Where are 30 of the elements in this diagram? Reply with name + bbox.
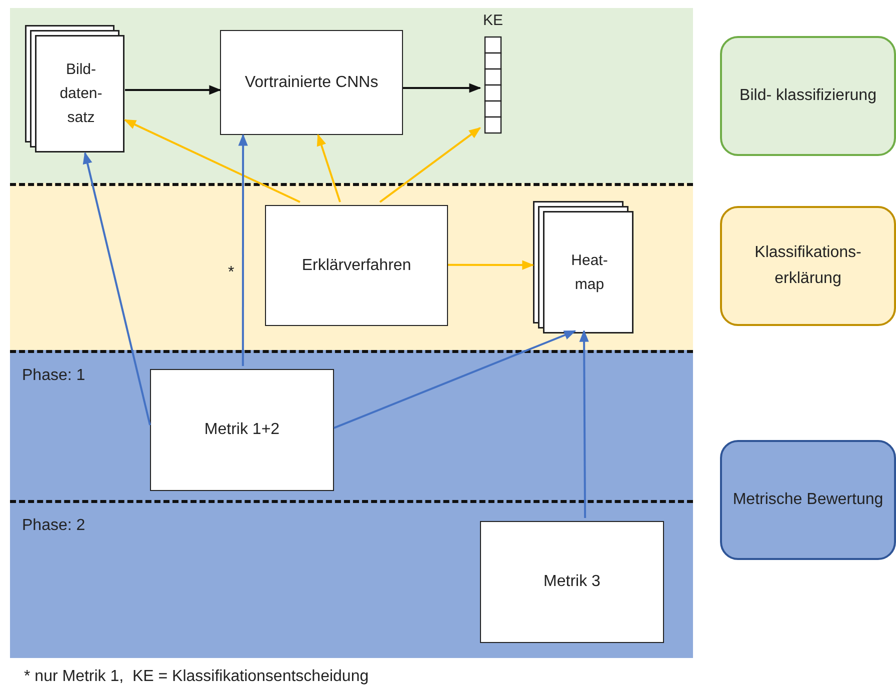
phase-label: Phase: 2 bbox=[22, 516, 86, 536]
swim-lane bbox=[10, 8, 693, 183]
document-stack bbox=[25, 25, 125, 153]
arrow bbox=[579, 330, 589, 518]
document-label: Heat- map bbox=[570, 250, 609, 294]
arrow bbox=[238, 134, 248, 366]
swim-lane bbox=[10, 183, 693, 350]
arrow bbox=[82, 152, 151, 426]
arrow bbox=[403, 83, 482, 93]
process-box: Metrik 3 bbox=[480, 521, 664, 643]
swim-lane bbox=[10, 350, 693, 500]
arrow bbox=[124, 119, 300, 203]
footnote: * nur Metrik 1, KE = Klassifikationsentscheidung bbox=[24, 667, 369, 687]
document-label: Bild- daten- satz bbox=[58, 60, 104, 128]
swim-lane bbox=[10, 500, 693, 658]
process-box: Erklärverfahren bbox=[265, 205, 448, 326]
lane-label-box: Bild- klassifizierung bbox=[720, 36, 896, 156]
edge-label: * bbox=[228, 263, 234, 283]
arrow bbox=[316, 134, 341, 202]
phase-label: Phase: 1 bbox=[22, 366, 86, 386]
arrow bbox=[448, 260, 534, 270]
arrow bbox=[125, 85, 222, 95]
vector-label: KE bbox=[482, 12, 504, 30]
document-stack bbox=[533, 201, 634, 334]
lane-label-box: Klassifikations- erklärung bbox=[720, 206, 896, 326]
arrow bbox=[379, 127, 481, 203]
process-box: Metrik 1+2 bbox=[150, 369, 334, 491]
process-box: Vortrainierte CNNs bbox=[220, 30, 403, 135]
arrow bbox=[334, 330, 576, 429]
lane-label-box: Metrische Bewertung bbox=[720, 440, 896, 560]
